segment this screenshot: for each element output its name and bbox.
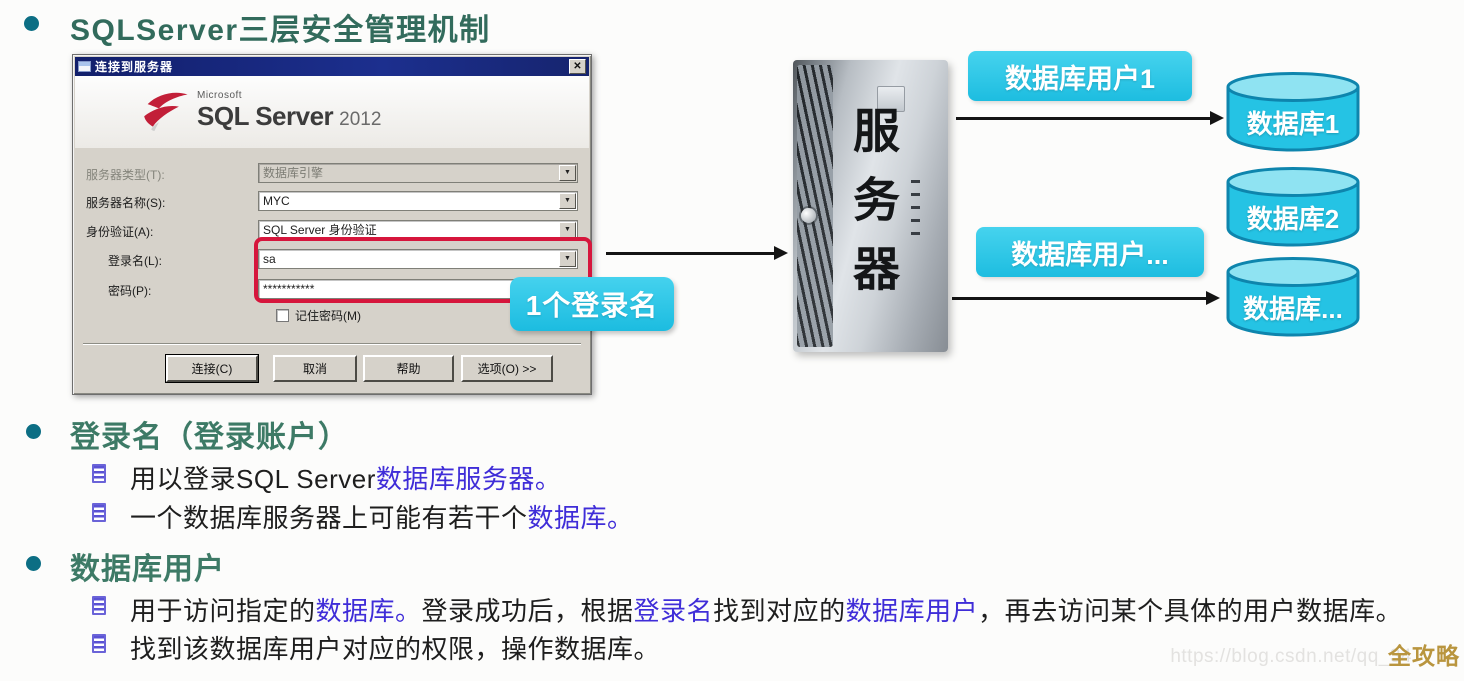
section-bullet-icon — [26, 556, 41, 571]
note-icon — [92, 596, 106, 615]
dialog-window-icon — [78, 61, 91, 72]
checkbox-icon — [276, 309, 289, 322]
logo-product: SQL Server — [197, 101, 334, 131]
server-tower: 服务器 — [793, 60, 948, 352]
section-heading-db-user: 数据库用户 — [70, 553, 225, 586]
connect-server-dialog: 连接到服务器 ✕ Microsoft SQL Server 2012 服务器类型… — [72, 54, 592, 395]
bullet-text-line: 一个数据库服务器上可能有若干个数据库。 — [130, 503, 634, 533]
dialog-separator — [83, 343, 581, 345]
server-leds-icon — [911, 180, 920, 244]
dropdown-arrow-icon: ▼ — [564, 169, 571, 176]
login-name-label: 登录名(L): — [108, 254, 163, 268]
bullet-text-line: 用以登录SQL Server数据库服务器。 — [130, 464, 562, 494]
dialog-titlebar[interactable]: 连接到服务器 ✕ — [75, 57, 589, 76]
database-2-cylinder: 数据库2 — [1222, 163, 1364, 249]
page-title: SQLServer三层安全管理机制 — [70, 14, 491, 47]
watermark-url: https://blog.csdn.net/qq_34 — [1170, 646, 1412, 667]
title-bullet-icon — [24, 16, 39, 31]
server-label: 服务器 — [846, 106, 899, 313]
cancel-button[interactable]: 取消 — [273, 355, 357, 382]
arrow-server-to-db1-icon — [956, 111, 1224, 125]
login-name-combo[interactable]: sa ▼ — [258, 249, 578, 269]
password-field[interactable]: *********** — [258, 279, 578, 299]
server-logo-plate — [877, 86, 905, 112]
password-label: 密码(P): — [108, 284, 152, 298]
close-button[interactable]: ✕ — [569, 59, 586, 74]
help-button[interactable]: 帮助 — [363, 355, 454, 382]
dropdown-arrow-icon: ▼ — [564, 226, 571, 233]
logo-text: Microsoft SQL Server 2012 — [197, 90, 381, 132]
dialog-title: 连接到服务器 — [95, 60, 174, 74]
database-n-cylinder: 数据库... — [1222, 253, 1364, 339]
sqlserver-logo: Microsoft SQL Server 2012 — [139, 88, 381, 134]
database-icon — [1226, 72, 1360, 152]
dropdown-button[interactable]: ▼ — [559, 251, 576, 267]
section-bullet-icon — [26, 424, 41, 439]
note-icon — [92, 464, 106, 483]
section-heading-login: 登录名（登录账户） — [70, 421, 349, 454]
db-user-1-box: 数据库用户1 — [968, 51, 1192, 101]
logo-microsoft: Microsoft — [197, 90, 243, 101]
dialog-header: Microsoft SQL Server 2012 — [75, 76, 589, 148]
dropdown-button[interactable]: ▼ — [559, 193, 576, 209]
dropdown-button[interactable]: ▼ — [559, 222, 576, 238]
bullet-text-line: 用于访问指定的数据库。登录成功后，根据登录名找到对应的数据库用户，再去访问某个具… — [130, 596, 1403, 626]
options-button[interactable]: 选项(O) >> — [461, 355, 553, 382]
server-type-label: 服务器类型(T): — [86, 168, 165, 182]
server-name-label: 服务器名称(S): — [86, 196, 166, 210]
remember-password-checkbox[interactable]: 记住密码(M) — [276, 307, 361, 324]
watermark-brand: 全攻略 — [1388, 643, 1460, 669]
db-user-n-box: 数据库用户... — [976, 227, 1204, 277]
server-name-combo[interactable]: MYC ▼ — [258, 191, 578, 211]
server-vents-icon — [797, 65, 833, 347]
database-icon — [1226, 167, 1360, 247]
note-icon — [92, 503, 106, 522]
logo-swoosh-icon — [144, 92, 188, 131]
authentication-label: 身份验证(A): — [86, 225, 154, 239]
server-power-button-icon — [801, 208, 816, 223]
orange-divider — [75, 148, 589, 154]
dropdown-button[interactable]: ▼ — [559, 165, 576, 181]
bullet-text-line: 找到该数据库用户对应的权限，操作数据库。 — [130, 634, 661, 664]
arrow-dialog-to-server-icon — [606, 246, 788, 260]
server-type-combo[interactable]: 数据库引擎 ▼ — [258, 163, 578, 183]
connect-button[interactable]: 连接(C) — [166, 355, 258, 382]
database-1-cylinder: 数据库1 — [1222, 68, 1364, 154]
dropdown-arrow-icon: ▼ — [564, 197, 571, 204]
dropdown-arrow-icon: ▼ — [564, 255, 571, 262]
logo-year: 2012 — [339, 109, 382, 130]
note-icon — [92, 634, 106, 653]
login-callout: 1个登录名 — [510, 277, 674, 331]
database-icon — [1226, 257, 1360, 337]
dialog-buttons: 连接(C) 取消 帮助 选项(O) >> — [73, 355, 591, 382]
close-icon: ✕ — [573, 61, 582, 72]
arrow-server-to-dbn-icon — [952, 291, 1220, 305]
login-highlight-box — [254, 237, 592, 303]
checkbox-label: 记住密码(M) — [295, 309, 361, 323]
